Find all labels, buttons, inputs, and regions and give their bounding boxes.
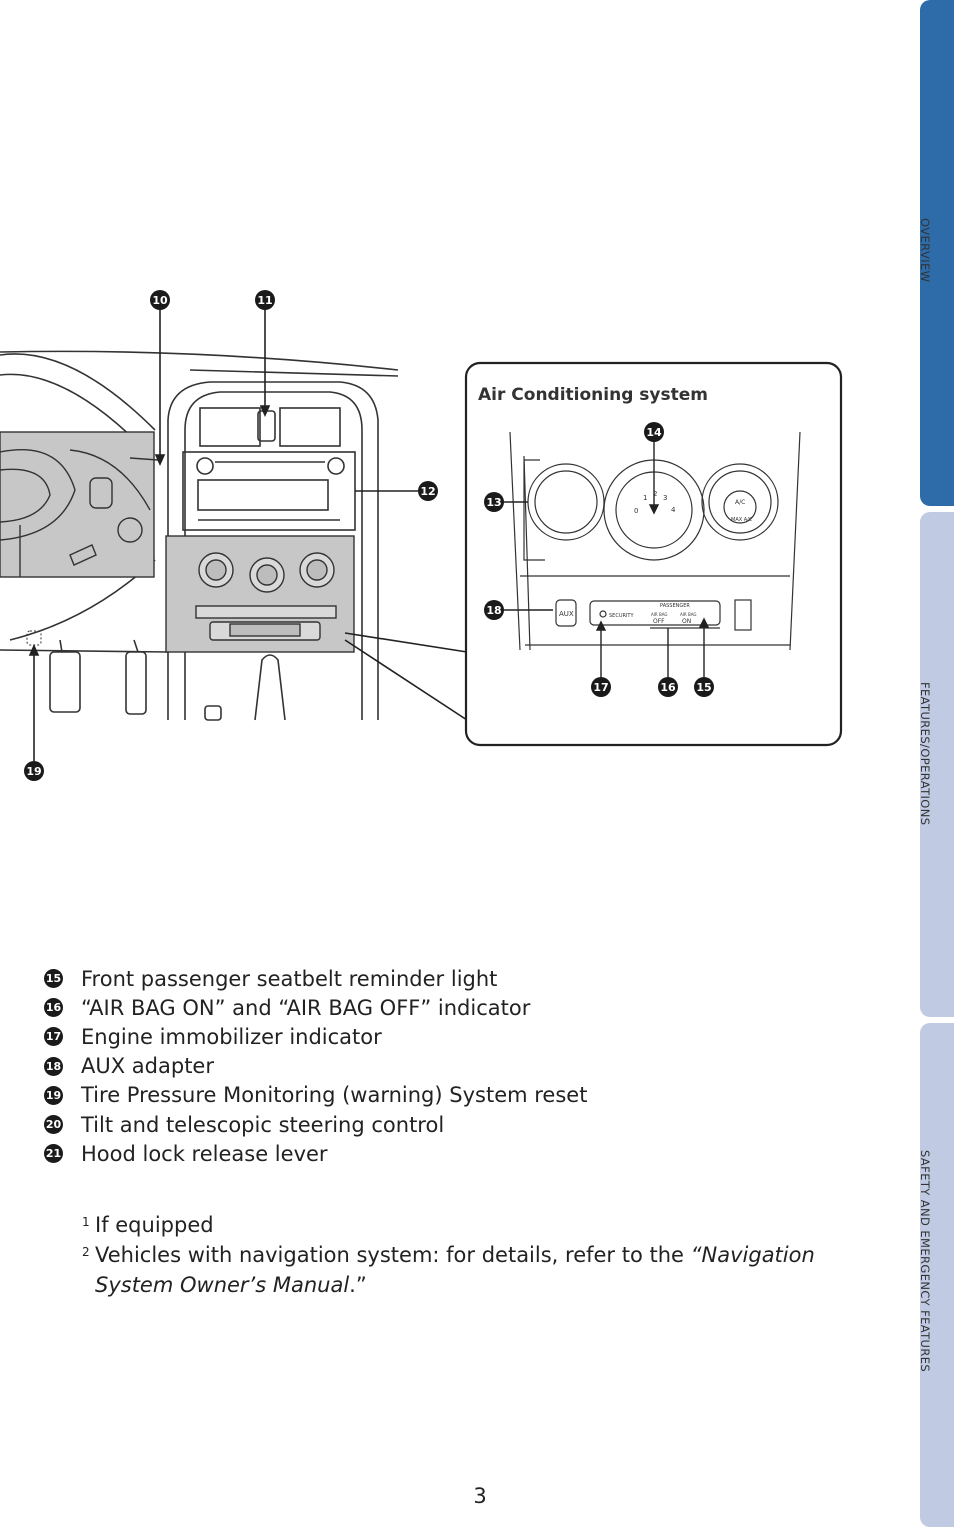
legend-number-badge: 17: [44, 1027, 63, 1047]
svg-text:15: 15: [696, 681, 711, 694]
legend-item: 16 “AIR BAG ON” and “AIR BAG OFF” indica…: [44, 993, 587, 1022]
svg-text:12: 12: [420, 485, 435, 498]
audio-unit: [182, 451, 356, 531]
legend-text: AUX adapter: [81, 1054, 214, 1079]
legend-number-badge: 20: [44, 1115, 63, 1135]
legend-number-badge: 18: [44, 1056, 63, 1076]
svg-text:10: 10: [152, 294, 168, 307]
footnotes: 1 If equipped 2 Vehicles with navigation s…: [82, 1210, 850, 1300]
legend-text: “AIR BAG ON” and “AIR BAG OFF” indicator: [81, 995, 531, 1020]
tab-label-safety-emergency: SAFETY AND EMERGENCY FEATURES: [918, 1150, 932, 1373]
footnote-text: Vehicles with navigation system: for det…: [95, 1243, 691, 1267]
legend-text: Engine immobilizer indicator: [81, 1024, 382, 1049]
svg-text:OFF: OFF: [653, 618, 665, 625]
legend-text: Hood lock release lever: [81, 1141, 328, 1166]
legend-number-badge: 16: [44, 998, 63, 1018]
legend-text: Tilt and telescopic steering control: [81, 1112, 445, 1137]
steering-wheel-outline: [0, 353, 156, 431]
svg-text:AIR BAG: AIR BAG: [680, 612, 696, 617]
ac-callout-box: [464, 361, 843, 747]
aux-adapter: [555, 599, 577, 627]
callout-18: 18: [484, 600, 504, 620]
svg-text:19: 19: [26, 765, 41, 778]
svg-text:1: 1: [643, 494, 647, 502]
footnote-text: If equipped: [95, 1213, 214, 1237]
svg-text:18: 18: [486, 604, 501, 617]
ac-title: Air Conditioning system: [478, 385, 708, 405]
footnote-tail: .”: [349, 1273, 367, 1297]
pedal-right: [125, 651, 147, 715]
callout-11: 11: [255, 290, 275, 310]
right-vent: [279, 407, 341, 447]
svg-text:16: 16: [660, 681, 676, 694]
tab-safety-emergency[interactable]: [920, 1023, 954, 1527]
svg-text:14: 14: [646, 426, 662, 439]
footnote-marker: 2: [82, 1245, 90, 1259]
svg-text:SECURITY: SECURITY: [609, 613, 634, 619]
tab-overview[interactable]: [920, 0, 954, 506]
callout-13: 13: [484, 492, 504, 512]
pedal-left: [49, 651, 81, 713]
legend-item: 17 Engine immobilizer indicator: [44, 1022, 587, 1051]
left-vent: [199, 407, 261, 447]
dashboard-figure: Air Conditioning system PASSENGER SECURI…: [0, 290, 843, 781]
legend-item: 19 Tire Pressure Monitoring (warning) Sy…: [44, 1081, 587, 1110]
svg-text:11: 11: [257, 294, 272, 307]
footnote-2: 2 Vehicles with navigation system: for de…: [82, 1240, 850, 1300]
svg-text:4: 4: [671, 506, 676, 514]
callout-14: 14: [644, 422, 664, 442]
manual-title: “Navigation System Owner’s Manual: [95, 1243, 815, 1297]
callout-17: 17: [591, 677, 611, 697]
steering-wheel-inset: [0, 431, 155, 578]
svg-text:PASSENGER: PASSENGER: [660, 603, 690, 609]
callout-15: 15: [694, 677, 714, 697]
svg-text:A/C: A/C: [735, 499, 745, 506]
tab-features-operations[interactable]: [920, 512, 954, 1017]
callout-16: 16: [658, 677, 678, 697]
footnote-marker: 1: [82, 1215, 90, 1229]
legend-item: 21 Hood lock release lever: [44, 1139, 587, 1168]
footnote-1: 1 If equipped: [82, 1210, 850, 1240]
svg-text:AUX: AUX: [559, 610, 574, 618]
svg-text:3: 3: [663, 494, 667, 502]
tab-label-features-operations: FEATURES/OPERATIONS: [918, 682, 932, 826]
legend-list: 15 Front passenger seatbelt reminder lig…: [44, 964, 587, 1168]
tab-label-overview: OVERVIEW: [918, 218, 932, 283]
legend-item: 20 Tilt and telescopic steering control: [44, 1110, 587, 1139]
legend-number-badge: 19: [44, 1085, 63, 1105]
svg-text:0: 0: [634, 507, 638, 515]
legend-text: Tire Pressure Monitoring (warning) Syste…: [81, 1083, 588, 1108]
svg-text:2: 2: [653, 490, 657, 498]
legend-text: Front passenger seatbelt reminder light: [81, 966, 498, 991]
svg-text:MAX A/C: MAX A/C: [731, 517, 753, 523]
page-number: 3: [473, 1484, 487, 1508]
legend-number-badge: 21: [44, 1144, 63, 1164]
steering-switch: [89, 477, 113, 509]
legend-item: 18 AUX adapter: [44, 1052, 587, 1081]
svg-text:13: 13: [486, 496, 501, 509]
svg-text:AIR BAG: AIR BAG: [651, 612, 667, 617]
legend-item: 15 Front passenger seatbelt reminder lig…: [44, 964, 587, 993]
callout-10: 10: [150, 290, 170, 310]
legend-number-badge: 15: [44, 969, 63, 989]
svg-text:17: 17: [593, 681, 608, 694]
callout-12: 12: [418, 481, 438, 501]
callout-19: 19: [24, 761, 44, 781]
svg-text:ON: ON: [682, 618, 691, 625]
